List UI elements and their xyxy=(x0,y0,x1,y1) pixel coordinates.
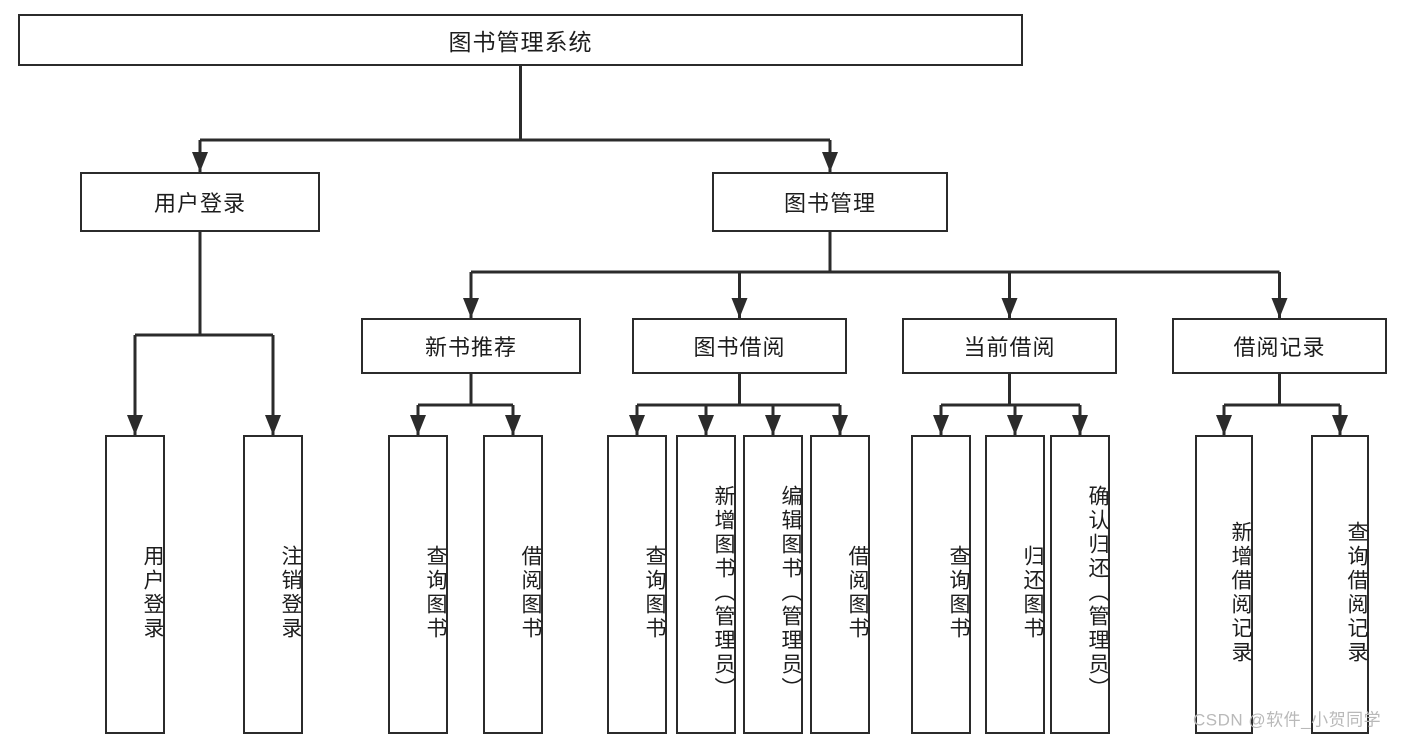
node-leaf-record-add[interactable]: 新增借阅记录 xyxy=(1195,435,1253,734)
node-label-leaf-book-edit: 编辑图书（管理员） xyxy=(779,484,802,701)
arrowhead-leaf-record-add xyxy=(1216,415,1232,435)
node-user-login[interactable]: 用户登录 xyxy=(80,172,320,232)
node-label-new-book-rec: 新书推荐 xyxy=(424,335,517,360)
node-label-leaf-rec-borrow: 借阅图书 xyxy=(519,544,542,641)
arrowhead-leaf-borrow-query xyxy=(629,415,645,435)
arrowhead-leaf-confirm-return xyxy=(1072,415,1088,435)
arrowhead-book-borrow xyxy=(731,298,748,318)
node-leaf-confirm-return[interactable]: 确认归还（管理员） xyxy=(1050,435,1110,734)
node-current-borrow[interactable]: 当前借阅 xyxy=(902,318,1117,374)
arrowhead-book-mgmt xyxy=(822,152,838,172)
node-leaf-rec-borrow[interactable]: 借阅图书 xyxy=(483,435,543,734)
node-label-borrow-record: 借阅记录 xyxy=(1233,335,1326,360)
node-label-user-login: 用户登录 xyxy=(153,191,246,216)
node-label-current-borrow: 当前借阅 xyxy=(963,335,1056,360)
arrowhead-leaf-rec-borrow xyxy=(505,415,521,435)
arrowhead-current-borrow xyxy=(1001,298,1018,318)
arrowhead-leaf-return-book xyxy=(1007,415,1023,435)
node-label-book-borrow: 图书借阅 xyxy=(693,335,786,360)
node-leaf-book-add[interactable]: 新增图书（管理员） xyxy=(676,435,736,734)
arrowhead-leaf-cur-query xyxy=(933,415,949,435)
arrowhead-borrow-record xyxy=(1271,298,1288,318)
node-label-leaf-record-query: 查询借阅记录 xyxy=(1345,520,1368,665)
node-label-leaf-cur-query: 查询图书 xyxy=(947,544,970,641)
node-label-leaf-record-add: 新增借阅记录 xyxy=(1229,520,1252,665)
node-label-leaf-return-book: 归还图书 xyxy=(1021,544,1044,641)
node-leaf-book-edit[interactable]: 编辑图书（管理员） xyxy=(743,435,803,734)
node-label-root: 图书管理系统 xyxy=(448,29,593,55)
node-new-book-rec[interactable]: 新书推荐 xyxy=(361,318,581,374)
arrowhead-leaf-borrow-book xyxy=(832,415,848,435)
node-leaf-cur-query[interactable]: 查询图书 xyxy=(911,435,971,734)
node-leaf-user-logout[interactable]: 注销登录 xyxy=(243,435,303,734)
node-leaf-record-query[interactable]: 查询借阅记录 xyxy=(1311,435,1369,734)
node-root[interactable]: 图书管理系统 xyxy=(18,14,1023,66)
node-label-leaf-rec-query: 查询图书 xyxy=(424,544,447,641)
node-leaf-user-login[interactable]: 用户登录 xyxy=(105,435,165,734)
arrowhead-new-book-rec xyxy=(463,298,479,318)
node-borrow-record[interactable]: 借阅记录 xyxy=(1172,318,1387,374)
node-label-leaf-user-logout: 注销登录 xyxy=(279,544,302,641)
arrowhead-leaf-book-add xyxy=(698,415,714,435)
node-leaf-rec-query[interactable]: 查询图书 xyxy=(388,435,448,734)
node-label-leaf-borrow-book: 借阅图书 xyxy=(846,544,869,641)
node-label-leaf-book-add: 新增图书（管理员） xyxy=(712,484,735,701)
node-book-mgmt[interactable]: 图书管理 xyxy=(712,172,948,232)
arrowhead-leaf-user-login xyxy=(127,415,143,435)
node-label-leaf-user-login: 用户登录 xyxy=(141,544,164,641)
arrowhead-leaf-book-edit xyxy=(765,415,781,435)
node-label-leaf-borrow-query: 查询图书 xyxy=(643,544,666,641)
arrowhead-user-login xyxy=(192,152,208,172)
arrowhead-leaf-rec-query xyxy=(410,415,426,435)
node-label-book-mgmt: 图书管理 xyxy=(783,191,876,216)
node-book-borrow[interactable]: 图书借阅 xyxy=(632,318,847,374)
node-leaf-borrow-query[interactable]: 查询图书 xyxy=(607,435,667,734)
node-leaf-return-book[interactable]: 归还图书 xyxy=(985,435,1045,734)
arrowhead-leaf-record-query xyxy=(1332,415,1348,435)
node-label-leaf-confirm-return: 确认归还（管理员） xyxy=(1086,484,1109,701)
node-leaf-borrow-book[interactable]: 借阅图书 xyxy=(810,435,870,734)
arrowhead-leaf-user-logout xyxy=(265,415,281,435)
